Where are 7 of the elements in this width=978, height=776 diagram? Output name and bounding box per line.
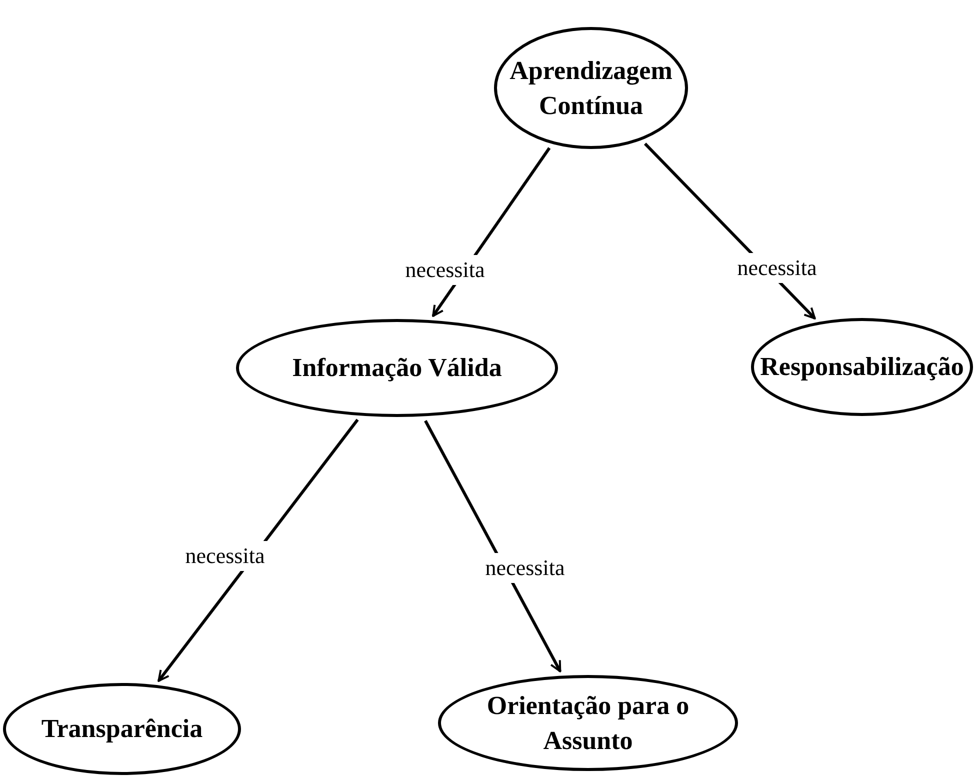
concept-label: Transparência [41,713,203,746]
concept-label: Aprendizagem Contínua [510,54,672,122]
concept-label: Responsabilização [760,351,964,384]
arrow [424,420,562,672]
concept-label: Informação Válida [292,352,502,384]
concept-label: Orientação para o Assunto [486,690,690,757]
arrow [157,418,359,682]
